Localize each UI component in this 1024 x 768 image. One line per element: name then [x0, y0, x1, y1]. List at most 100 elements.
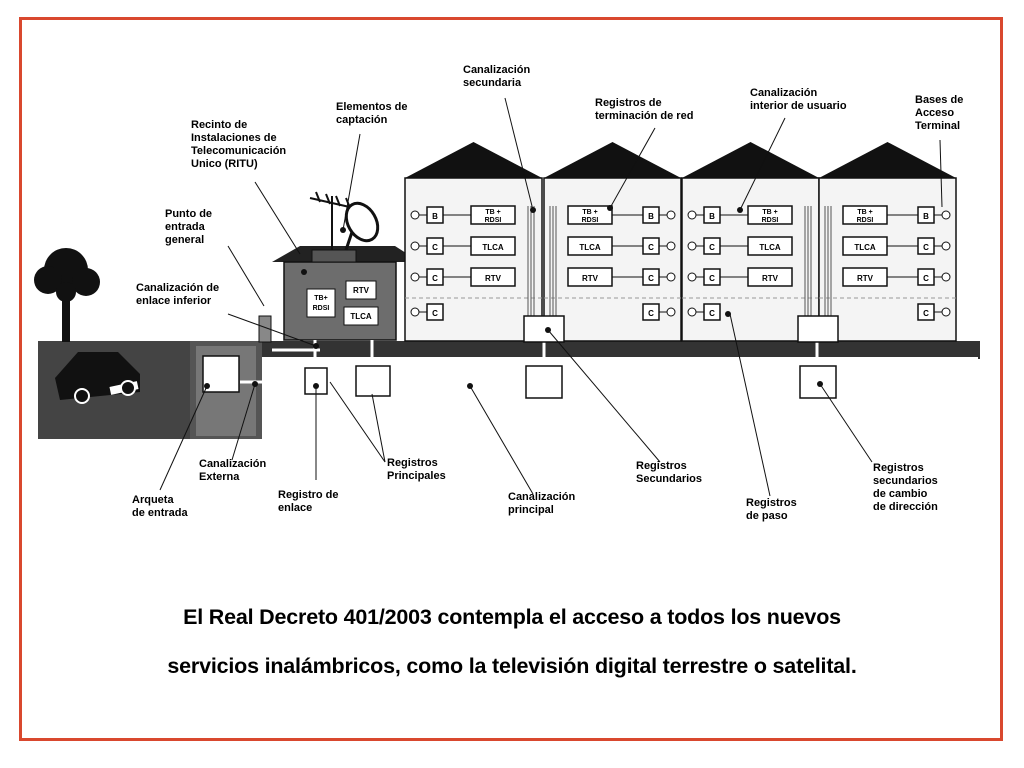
- tlca-label: TLCA: [482, 243, 504, 252]
- building-body: [818, 177, 957, 342]
- main-register: [355, 365, 391, 397]
- outlet-icon: [410, 272, 420, 282]
- outlet-icon: [666, 241, 676, 251]
- entry-pit-register: [202, 355, 240, 393]
- rtv-label: RTV: [582, 274, 599, 283]
- ritu-rdsi-label: RDSI: [313, 305, 330, 312]
- rtv-label: RTV: [857, 274, 874, 283]
- socket-label: C: [432, 243, 438, 252]
- socket-box: [703, 303, 721, 321]
- registers: [202, 315, 839, 399]
- outlet-icon: [687, 210, 697, 220]
- socket-box: [642, 303, 660, 321]
- socket-label: C: [923, 309, 929, 318]
- caption-line-1: El Real Decreto 401/2003 contempla el ac…: [183, 605, 841, 629]
- outlet-icon: [941, 307, 951, 317]
- building-body: [404, 177, 543, 342]
- socket-label: B: [648, 212, 654, 221]
- socket-label: C: [923, 274, 929, 283]
- ritu-rtv-label: RTV: [353, 286, 370, 295]
- rdsi-label: RDSI: [857, 217, 874, 224]
- outlet-icon: [666, 272, 676, 282]
- building-3: B TB +RDSI C TLCA C RTV C: [681, 142, 820, 342]
- tree-icon: [34, 248, 100, 342]
- socket-label: B: [432, 212, 438, 221]
- rdsi-label: RDSI: [485, 217, 502, 224]
- outlet-icon: [687, 241, 697, 251]
- caption-line-2: servicios inalámbricos, como la televisi…: [167, 654, 857, 678]
- socket-label: C: [709, 309, 715, 318]
- socket-label: B: [923, 212, 929, 221]
- outlet-icon: [941, 241, 951, 251]
- leader-dots: [204, 205, 823, 389]
- antenna-icon: [309, 191, 355, 250]
- rtv-label: RTV: [762, 274, 779, 283]
- ritu-tb-label: TB+: [314, 295, 327, 302]
- leader-lines: [159, 97, 943, 497]
- car-icon: [55, 352, 140, 404]
- secondary-register: [525, 365, 563, 399]
- ritu-enclosure: TB+ RDSI RTV TLCA: [272, 246, 420, 341]
- socket-box: [917, 303, 935, 321]
- tb-label: TB +: [485, 209, 500, 216]
- pass-register-1: [523, 315, 565, 343]
- socket-label: C: [432, 274, 438, 283]
- socket-label: C: [432, 309, 438, 318]
- rdsi-label: RDSI: [582, 217, 599, 224]
- tb-label: TB +: [857, 209, 872, 216]
- outlet-icon: [666, 307, 676, 317]
- socket-label: C: [709, 243, 715, 252]
- tb-label: TB +: [762, 209, 777, 216]
- roof: [819, 142, 956, 178]
- roof: [682, 142, 819, 178]
- socket-label: C: [648, 274, 654, 283]
- socket-label: C: [923, 243, 929, 252]
- ritu-tlca-label: TLCA: [350, 312, 372, 321]
- socket-label: C: [648, 309, 654, 318]
- tlca-label: TLCA: [579, 243, 601, 252]
- tlca-label: TLCA: [854, 243, 876, 252]
- entry-point-post: [258, 315, 272, 343]
- ground-line: [190, 341, 980, 359]
- rtv-label: RTV: [485, 274, 502, 283]
- socket-label: C: [648, 243, 654, 252]
- satellite-dish-icon: [344, 201, 380, 251]
- roof: [544, 142, 681, 178]
- outlet-icon: [941, 272, 951, 282]
- outlet-icon: [410, 210, 420, 220]
- building-4: B TB +RDSI C TLCA C RTV C: [818, 142, 957, 342]
- roof: [405, 142, 542, 178]
- outlet-icon: [410, 241, 420, 251]
- rdsi-label: RDSI: [762, 217, 779, 224]
- socket-box: [426, 303, 444, 321]
- outlet-icon: [687, 272, 697, 282]
- socket-label: B: [709, 212, 715, 221]
- socket-label: C: [709, 274, 715, 283]
- outlet-icon: [687, 307, 697, 317]
- building-1: B TB +RDSI C TLCA C RTV C: [404, 142, 543, 342]
- building-2: B TB +RDSI C TLCA C RTV C: [543, 142, 682, 342]
- tb-label: TB +: [582, 209, 597, 216]
- outlet-icon: [941, 210, 951, 220]
- pass-register-2: [797, 315, 839, 343]
- tlca-label: TLCA: [759, 243, 781, 252]
- outlet-icon: [666, 210, 676, 220]
